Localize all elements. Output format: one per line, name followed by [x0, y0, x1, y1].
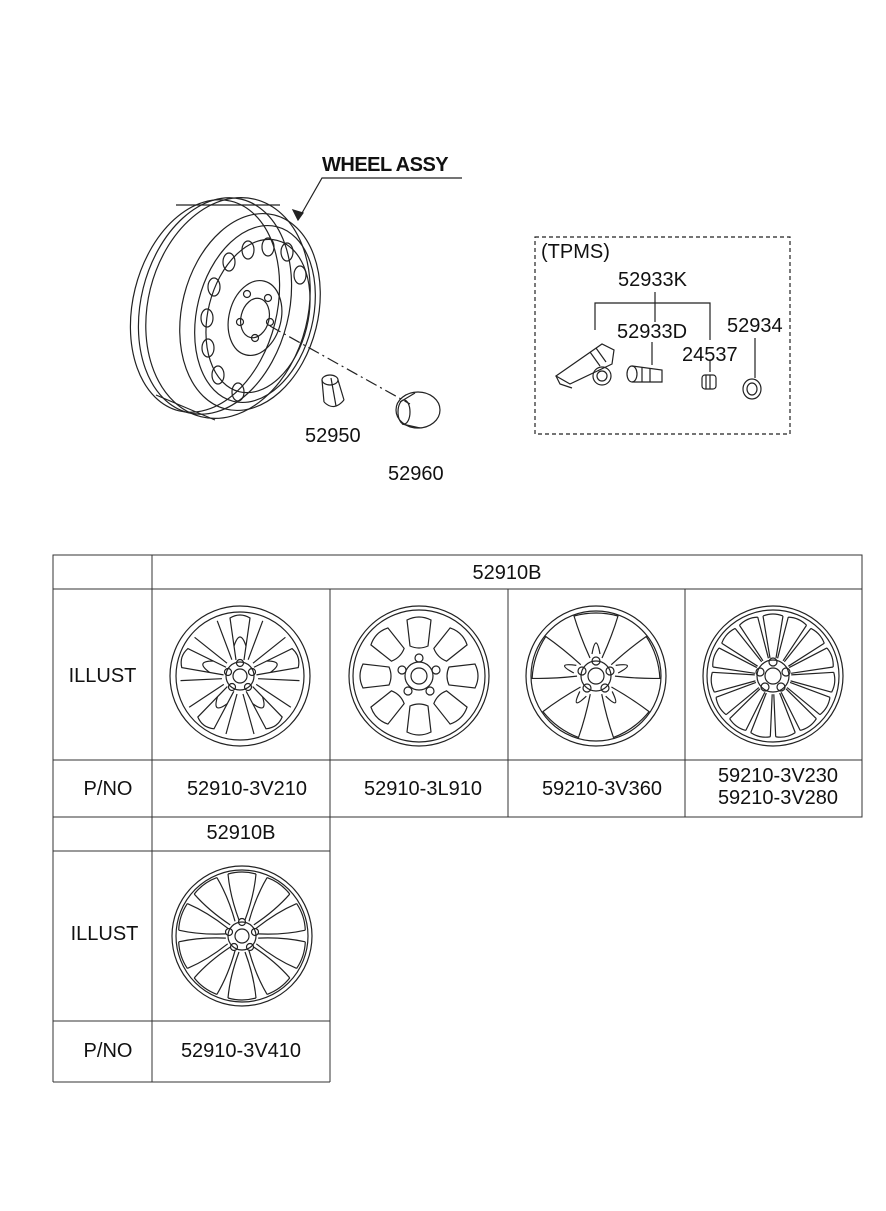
- table1-pno-cell: 59210-3V230: [717, 765, 839, 787]
- alloy-wheel-3v210-illustration: [169, 605, 311, 748]
- table1-group-header: 52910B: [472, 562, 542, 584]
- leader-arrowhead: [291, 209, 304, 222]
- table2-grid: [52, 817, 331, 1083]
- wheel-assy-leader: [297, 177, 462, 221]
- tpms-title: (TPMS): [541, 241, 610, 263]
- table1-pno-cell: 52910-3L910: [364, 778, 482, 800]
- lug-nut-illustration: [321, 374, 345, 408]
- tpms-nut-illustration: [742, 378, 762, 400]
- table1-pno-label: P/NO: [83, 778, 133, 800]
- table2-pno-cell: 52910-3V410: [180, 1040, 302, 1062]
- callout-24537: 24537: [682, 344, 738, 366]
- callout-52960: 52960: [388, 463, 444, 485]
- center-cap-illustration: [395, 391, 441, 429]
- table1-illust-label: ILLUST: [68, 665, 137, 687]
- table1-pno-cell: 59210-3V360: [541, 778, 663, 800]
- tpms-dashed-box: [534, 236, 791, 435]
- table2-illust-label: ILLUST: [70, 923, 139, 945]
- callout-52950: 52950: [305, 425, 361, 447]
- table2-group-header: 52910B: [206, 822, 276, 844]
- callout-52933k: 52933K: [618, 269, 687, 291]
- wheel-assy-title: WHEEL ASSY: [322, 154, 449, 176]
- valve-cap-illustration: [701, 374, 717, 390]
- tpms-valve-illustration: [626, 365, 663, 383]
- callout-52934: 52934: [727, 315, 783, 337]
- table1-pno-cell-secondary: 59210-3V280: [717, 787, 839, 809]
- alloy-wheel-3v360-illustration: [525, 605, 667, 747]
- alloy-wheel-3l910-illustration: [348, 605, 490, 747]
- tpms-sensor-illustration: [554, 343, 615, 389]
- alloy-wheel-3v410-illustration: [171, 865, 313, 1007]
- callout-52933d: 52933D: [617, 321, 688, 343]
- steel-wheel-illustration: [129, 197, 321, 421]
- table1-pno-cell: 52910-3V210: [186, 778, 308, 800]
- tpms-kit-bracket: [594, 302, 711, 340]
- table2-pno-label: P/NO: [83, 1040, 133, 1062]
- alloy-wheel-3v230-illustration: [702, 605, 844, 747]
- table1-grid: [52, 554, 863, 818]
- center-axis-line: [269, 325, 411, 405]
